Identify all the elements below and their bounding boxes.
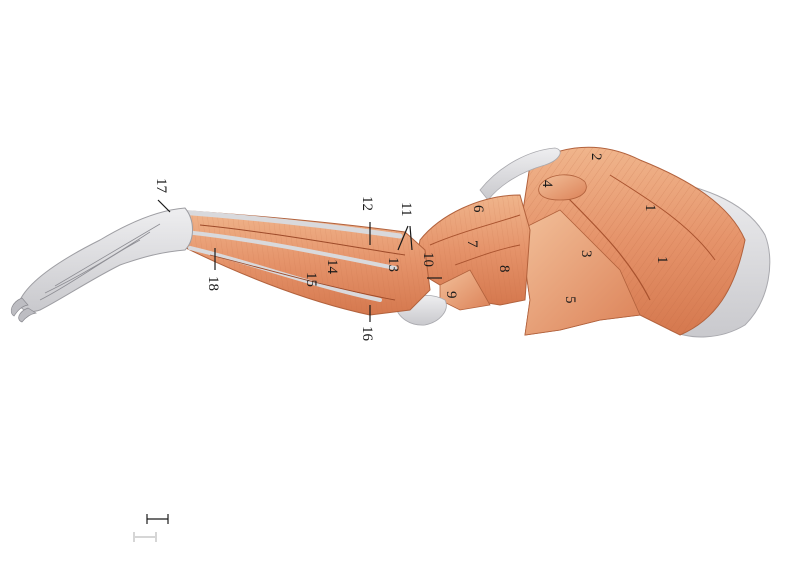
forearm-divider-2 bbox=[209, 254, 396, 301]
forearm-tendon-mid bbox=[183, 230, 397, 270]
label-16: 16 bbox=[359, 326, 375, 342]
label-17: 17 bbox=[153, 178, 169, 194]
label-1a: 1 bbox=[642, 204, 658, 212]
label-4: 4 bbox=[539, 180, 555, 188]
muscle-3-ridge bbox=[564, 194, 651, 301]
muscle-4 bbox=[538, 174, 587, 201]
scapular-cartilage bbox=[639, 174, 771, 338]
label-2: 2 bbox=[588, 153, 604, 161]
label-15: 15 bbox=[303, 272, 319, 287]
paw-digit-lines bbox=[39, 223, 161, 301]
scale-bar-ghost bbox=[133, 532, 157, 542]
muscle-arm-fibers bbox=[415, 195, 530, 305]
forearm-divider-1 bbox=[199, 224, 406, 256]
muscle-6-7-divider bbox=[429, 214, 521, 246]
shoulder-tendon bbox=[479, 147, 561, 201]
muscle-7-8-divider bbox=[454, 244, 521, 266]
leader-17 bbox=[157, 199, 171, 213]
label-11: 11 bbox=[398, 202, 414, 216]
muscle-1-ridge bbox=[609, 174, 716, 261]
label-7: 7 bbox=[464, 240, 480, 248]
claw-2 bbox=[18, 307, 37, 323]
leader-11b bbox=[409, 225, 413, 251]
muscle-5-lower-triangle bbox=[519, 209, 641, 336]
label-5: 5 bbox=[562, 296, 578, 304]
scale-bar bbox=[146, 514, 169, 524]
label-9: 9 bbox=[443, 291, 459, 299]
leader-lines bbox=[157, 199, 442, 322]
claw-1 bbox=[10, 297, 29, 317]
forearm-fibers bbox=[175, 210, 430, 315]
label-6: 6 bbox=[470, 205, 486, 213]
label-3: 3 bbox=[578, 250, 594, 258]
label-13: 13 bbox=[385, 257, 401, 272]
leader-11a bbox=[397, 225, 409, 251]
label-8: 8 bbox=[496, 265, 512, 273]
forearm-tendon-upper bbox=[177, 209, 403, 239]
label-1b: 1 bbox=[654, 256, 670, 264]
label-14: 14 bbox=[324, 259, 340, 275]
label-12: 12 bbox=[359, 196, 375, 211]
label-10: 10 bbox=[420, 252, 436, 267]
label-18: 18 bbox=[205, 276, 221, 291]
